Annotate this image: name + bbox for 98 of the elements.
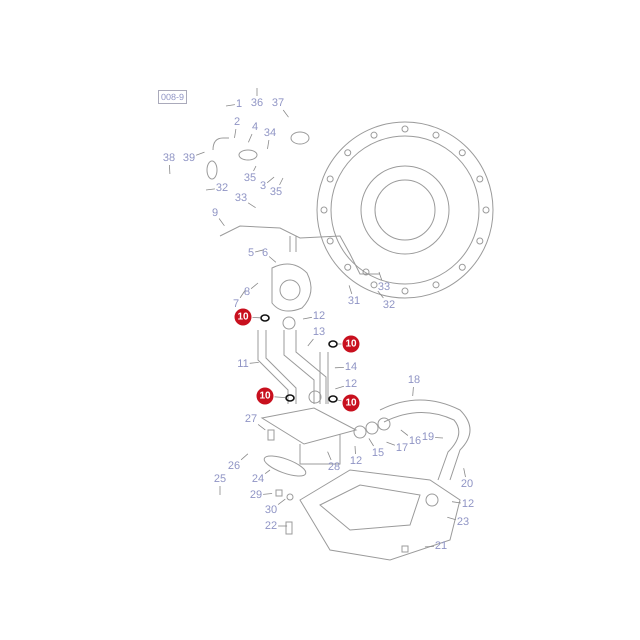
callout-number: 17: [396, 442, 408, 454]
callout-number: 9: [212, 207, 218, 219]
leader-line: [266, 176, 274, 184]
leader-line: [248, 134, 252, 143]
leader-line: [368, 438, 374, 446]
leader-line: [446, 516, 456, 520]
callout-number: 12: [350, 455, 362, 467]
callout-number: 25: [214, 473, 226, 485]
callout-number: 27: [244, 413, 258, 425]
callout-number: 35: [244, 172, 256, 184]
callout-number: 12: [312, 310, 326, 322]
callout-number: 29: [250, 489, 262, 501]
leader-line: [226, 104, 236, 106]
callout-number: 23: [456, 516, 470, 528]
leader-line: [249, 362, 260, 364]
callout-number: 33: [378, 281, 390, 293]
leader-line: [264, 470, 270, 474]
callout-number: 38: [162, 152, 176, 164]
leader-line: [424, 546, 434, 548]
leader-line: [327, 451, 332, 460]
leader-line: [386, 442, 396, 446]
callout-number: 19: [422, 431, 434, 443]
leader-line: [240, 290, 246, 298]
o-ring-seal: [328, 395, 338, 403]
o-ring-seal: [328, 340, 338, 348]
callout-number: 11: [237, 358, 249, 370]
leader-line: [378, 272, 382, 280]
callout-number: 4: [252, 121, 258, 133]
leader-line: [334, 367, 344, 368]
leader-line: [248, 202, 256, 208]
leader-line: [452, 501, 462, 504]
leader-line: [240, 453, 248, 460]
callout-number: 32: [382, 299, 396, 311]
leader-line: [234, 128, 236, 138]
callout-number: 36: [250, 97, 264, 109]
callout-number: 33: [234, 192, 248, 204]
callout-number: 30: [264, 504, 278, 516]
highlighted-callout-number: 10: [342, 336, 360, 352]
leader-line: [252, 317, 260, 318]
leader-line: [400, 430, 408, 436]
callout-number: 13: [312, 326, 326, 338]
leader-line: [254, 249, 264, 252]
callout-number: 31: [348, 295, 360, 307]
callout-number: 34: [264, 127, 276, 139]
callout-number: 28: [328, 461, 340, 473]
callout-number: 24: [252, 473, 264, 485]
callout-number: 32: [216, 182, 228, 194]
leader-line: [256, 88, 258, 96]
leader-line: [354, 446, 356, 454]
callout-number: 21: [434, 540, 448, 552]
o-ring-seal: [285, 394, 295, 402]
leader-line: [412, 386, 414, 396]
leader-line: [434, 437, 444, 438]
leader-line: [282, 110, 289, 118]
o-ring-seal: [260, 314, 270, 322]
callout-number: 16: [408, 435, 422, 447]
leader-line: [206, 188, 216, 190]
leader-line: [253, 166, 256, 172]
highlighted-callout-number: 10: [342, 394, 360, 412]
leader-line: [463, 468, 466, 478]
leader-line: [250, 282, 258, 290]
callout-number: 12: [344, 378, 358, 390]
leader-line: [274, 396, 286, 398]
leader-line: [267, 140, 270, 150]
leader-line: [262, 493, 272, 495]
callout-number: 22: [264, 520, 278, 532]
callout-number: 3: [260, 180, 266, 192]
leader-line: [348, 285, 352, 294]
callout-number: 2: [234, 116, 240, 128]
callout-number: 18: [408, 374, 420, 386]
leader-line: [307, 338, 314, 346]
leader-line: [278, 498, 286, 505]
leader-line: [338, 400, 342, 402]
leader-line: [377, 290, 384, 298]
callout-number: 14: [344, 361, 358, 373]
callout-number: 35: [270, 186, 282, 198]
leader-line: [268, 256, 276, 263]
highlighted-callout-number: 10: [256, 388, 274, 404]
callout-number: 37: [272, 97, 284, 109]
leader-line: [302, 316, 312, 320]
callout-number: 26: [228, 460, 240, 472]
callout-number: 8: [244, 286, 250, 298]
callout-number: 12: [462, 498, 474, 510]
callout-number: 1: [236, 98, 242, 110]
callout-number: 15: [372, 447, 384, 459]
callout-number: 6: [262, 247, 268, 259]
leader-line: [218, 218, 225, 226]
leader-line: [279, 178, 284, 186]
callout-number: 7: [232, 298, 240, 310]
leader-line: [258, 424, 266, 430]
leader-line: [334, 386, 344, 390]
callout-number: 20: [460, 478, 474, 490]
leader-line: [169, 164, 170, 174]
callout-number: 39: [182, 152, 196, 164]
callout-number: 5: [248, 247, 254, 259]
highlighted-callout-number: 10: [234, 308, 252, 326]
leader-line: [196, 152, 205, 156]
drawing-reference-label: 008-9: [158, 90, 188, 104]
